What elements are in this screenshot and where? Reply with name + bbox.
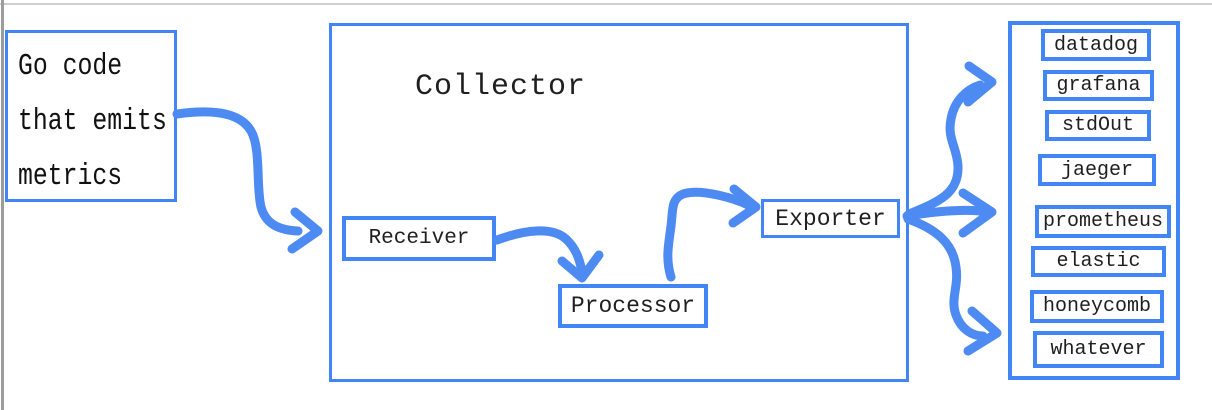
arrow-exporter-fanout-top (904, 61, 997, 219)
exporter-node: Exporter (761, 199, 900, 238)
destination-elastic: elastic (1031, 246, 1166, 277)
source-line-1: Go code (18, 49, 123, 84)
processor-node: Processor (558, 284, 708, 328)
canvas-top-edge-line (0, 3, 1212, 5)
destination-datadog: datadog (1041, 29, 1151, 61)
destination-label: elastic (1056, 250, 1141, 273)
canvas-left-edge-line (1, 0, 4, 410)
source-line-3: metrics (18, 159, 123, 194)
destination-grafana: grafana (1043, 70, 1154, 101)
destination-label: stdOut (1061, 114, 1134, 137)
destination-jaeger: jaeger (1038, 154, 1156, 186)
destination-label: datadog (1053, 33, 1138, 57)
destination-honeycomb: honeycomb (1030, 290, 1164, 323)
receiver-label: Receiver (368, 227, 470, 250)
destination-stdout: stdOut (1045, 110, 1151, 141)
destination-label: grafana (1056, 74, 1141, 97)
destination-prometheus: prometheus (1035, 205, 1171, 238)
arrow-exporter-fanout-middle (902, 188, 997, 238)
destination-label: jaeger (1060, 158, 1133, 182)
destination-whatever: whatever (1033, 331, 1164, 368)
collector-title: Collector (415, 70, 587, 104)
destination-label: whatever (1050, 338, 1147, 361)
arrow-exporter-fanout-bottom (903, 214, 1002, 356)
source-box: Go code that emits metrics (5, 30, 177, 202)
receiver-node: Receiver (342, 216, 496, 261)
source-line-2: that emits (18, 104, 167, 139)
exporter-label: Exporter (775, 205, 886, 232)
arrow-source-to-collector (172, 107, 323, 254)
processor-label: Processor (570, 293, 696, 319)
source-box-text: Go code that emits metrics (18, 39, 167, 204)
destination-label: prometheus (1042, 210, 1164, 233)
destination-label: honeycomb (1042, 295, 1152, 318)
